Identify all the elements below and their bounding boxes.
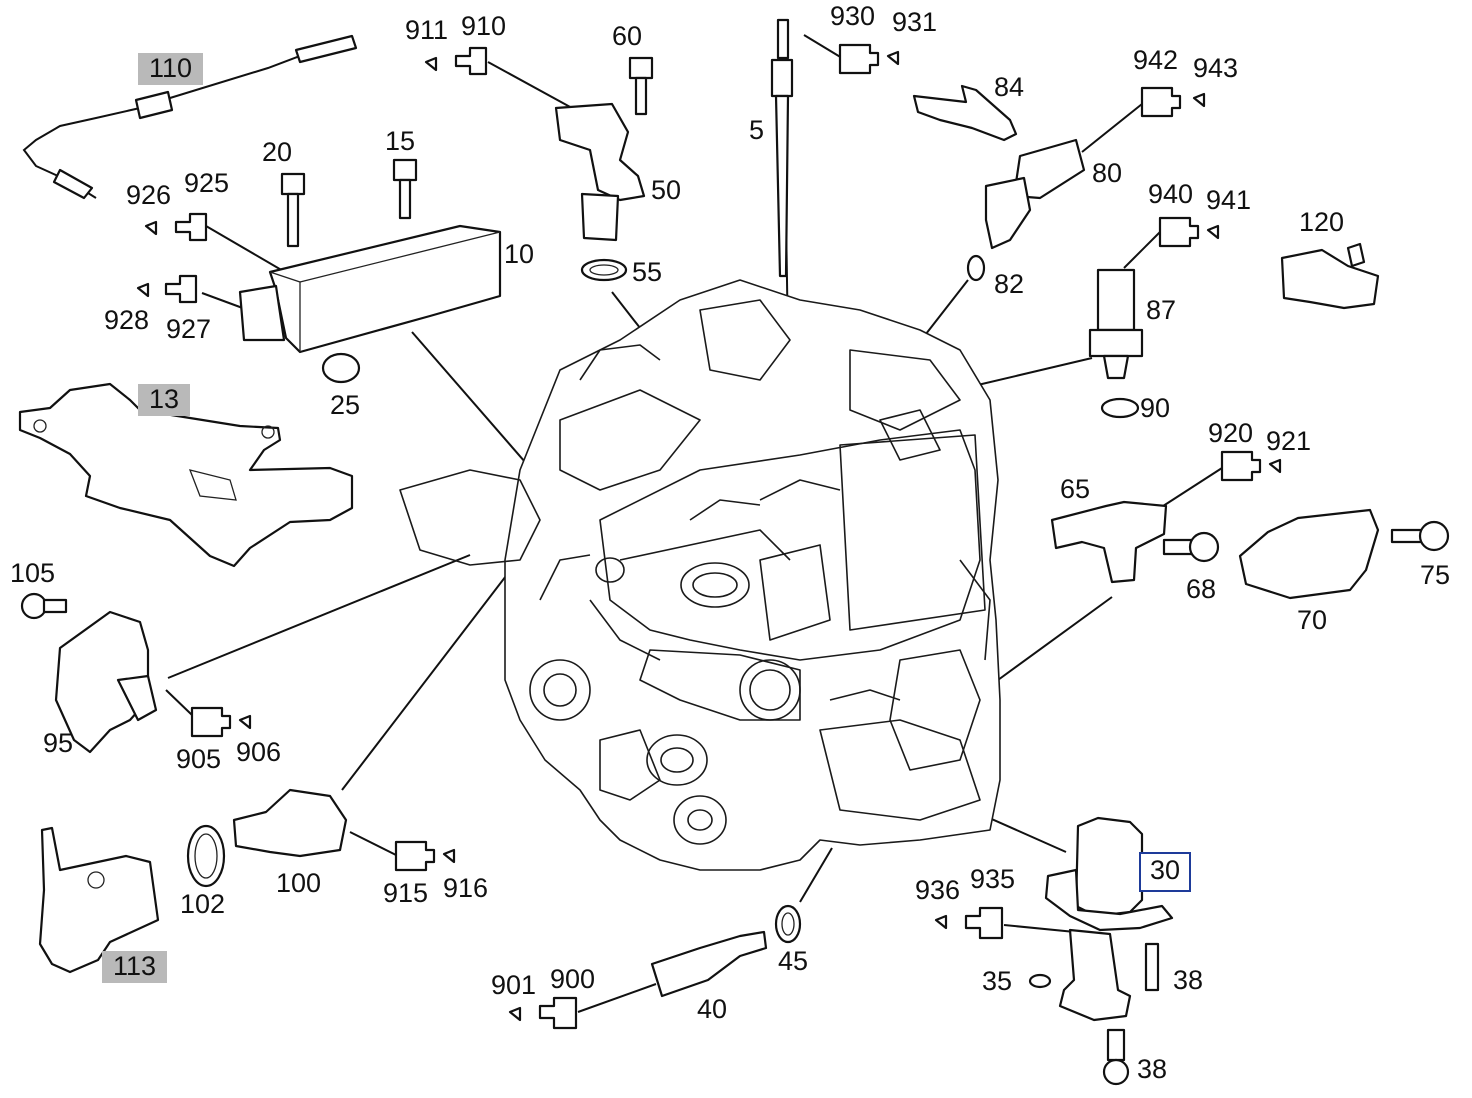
callout-60[interactable]: 60 — [612, 21, 643, 51]
callout-65[interactable]: 65 — [1060, 474, 1091, 504]
callout-10[interactable]: 10 — [504, 239, 535, 269]
callout-905[interactable]: 905 — [176, 744, 222, 774]
callout-40[interactable]: 40 — [697, 994, 728, 1024]
valve-120 — [1280, 242, 1380, 310]
callout-102[interactable]: 102 — [180, 889, 226, 919]
callout-943[interactable]: 943 — [1193, 53, 1239, 83]
callout-70[interactable]: 70 — [1297, 605, 1328, 635]
callout-30[interactable]: 30 — [1139, 852, 1192, 892]
callout-928[interactable]: 928 — [104, 305, 150, 335]
callout-5[interactable]: 5 — [749, 115, 765, 145]
callout-38-upper[interactable]: 38 — [1173, 965, 1204, 995]
callout-84[interactable]: 84 — [994, 72, 1025, 102]
callout-38-lower[interactable]: 38 — [1137, 1054, 1168, 1084]
bracket-113 — [38, 826, 160, 974]
callout-45[interactable]: 45 — [778, 946, 809, 976]
seal-45 — [774, 904, 802, 944]
exhaust-temp-sensor-110 — [22, 34, 358, 200]
actuator-30 — [1028, 816, 1174, 1086]
callout-105[interactable]: 105 — [10, 558, 56, 588]
crank-sensor-65 — [1050, 500, 1168, 584]
callout-113[interactable]: 113 — [102, 951, 168, 983]
callout-901[interactable]: 901 — [491, 970, 537, 1000]
callout-916[interactable]: 916 — [443, 873, 489, 903]
callout-910[interactable]: 910 — [461, 11, 507, 41]
callout-68[interactable]: 68 — [1186, 574, 1217, 604]
callout-55[interactable]: 55 — [632, 257, 663, 287]
bracket-13 — [18, 382, 354, 568]
seal-102 — [186, 824, 226, 888]
callout-906[interactable]: 906 — [236, 737, 282, 767]
callout-82[interactable]: 82 — [994, 269, 1025, 299]
callout-110[interactable]: 110 — [138, 53, 204, 85]
oil-sensor-87 — [1088, 268, 1144, 419]
callout-90[interactable]: 90 — [1140, 393, 1171, 423]
callout-75[interactable]: 75 — [1420, 560, 1451, 590]
callout-925[interactable]: 925 — [184, 168, 230, 198]
callout-920[interactable]: 920 — [1208, 418, 1254, 448]
callout-87[interactable]: 87 — [1146, 295, 1177, 325]
bolts-20-15-25 — [280, 56, 654, 384]
glow-plug-5 — [770, 18, 794, 278]
callout-95[interactable]: 95 — [43, 728, 74, 758]
control-unit-10 — [238, 224, 502, 354]
callout-100[interactable]: 100 — [276, 868, 322, 898]
callout-915[interactable]: 915 — [383, 878, 429, 908]
bolt-75 — [1390, 520, 1450, 552]
callout-931[interactable]: 931 — [892, 7, 938, 37]
callout-930[interactable]: 930 — [830, 1, 876, 31]
callout-50[interactable]: 50 — [651, 175, 682, 205]
pressure-sensor-80 — [966, 138, 1086, 282]
callout-35[interactable]: 35 — [982, 966, 1013, 996]
camshaft-sensor-50 — [554, 102, 646, 282]
callout-15[interactable]: 15 — [385, 126, 416, 156]
callout-900[interactable]: 900 — [550, 964, 596, 994]
sensor-100 — [232, 788, 348, 858]
callout-936[interactable]: 936 — [915, 875, 961, 905]
callout-940[interactable]: 940 — [1148, 179, 1194, 209]
callout-942[interactable]: 942 — [1133, 45, 1179, 75]
bolt-68 — [1162, 531, 1220, 563]
cover-70 — [1238, 508, 1380, 600]
callout-20[interactable]: 20 — [262, 137, 293, 167]
callout-935[interactable]: 935 — [970, 864, 1016, 894]
callout-13[interactable]: 13 — [138, 384, 191, 416]
callout-941[interactable]: 941 — [1206, 185, 1252, 215]
callout-120[interactable]: 120 — [1299, 207, 1345, 237]
screw-105 — [20, 592, 68, 620]
sensor-40 — [650, 930, 768, 998]
clip-84 — [912, 84, 1018, 142]
callout-921[interactable]: 921 — [1266, 426, 1312, 456]
callout-927[interactable]: 927 — [166, 314, 212, 344]
sensor-95 — [54, 610, 158, 754]
engine-block — [399, 279, 1001, 871]
callout-25[interactable]: 25 — [330, 390, 361, 420]
callout-80[interactable]: 80 — [1092, 158, 1123, 188]
callout-911[interactable]: 911 — [405, 15, 449, 45]
connector-glyphs — [136, 43, 1282, 1030]
callout-926[interactable]: 926 — [126, 180, 172, 210]
